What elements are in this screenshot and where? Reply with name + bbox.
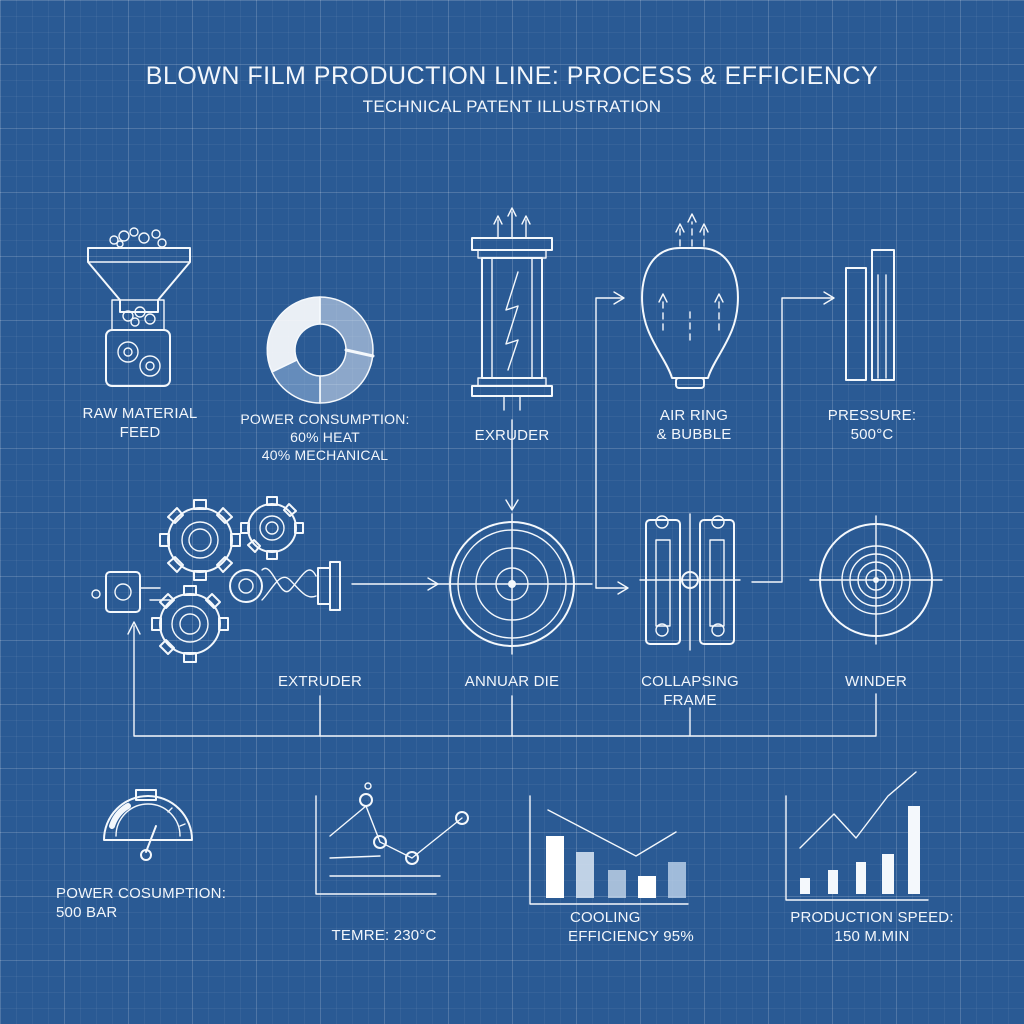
extruder-barrel-icon [471, 207, 553, 411]
air-ring-label: AIR RING & BUBBLE [656, 407, 732, 443]
production-speed-bar-chart [785, 771, 929, 901]
winder-label: WINDER [844, 673, 908, 690]
collapsing-frame-icon [639, 513, 741, 651]
extruder-label: EXTRUDER [277, 673, 363, 690]
collapsing-frame-label: COLLAPSING FRAME [641, 673, 739, 709]
diagram-subtitle: TECHNICAL PATENT ILLUSTRATION [362, 97, 662, 116]
raw-material-label: RAW MATERIAL FEED [82, 405, 198, 441]
diagram-title: BLOWN FILM PRODUCTION LINE: PROCESS & EF… [145, 62, 879, 90]
winder-icon [809, 515, 943, 645]
power-donut-chart [266, 296, 375, 404]
power-consumption-label: POWER CONSUMPTION: 60% HEAT 40% MECHANIC… [240, 411, 410, 463]
pressure-gauge-bars [845, 249, 895, 381]
production-speed-label: PRODUCTION SPEED: 150 M.MIN [790, 909, 954, 945]
air-ring-bubble-icon [641, 213, 739, 389]
gauge-label: POWER COSUMPTION: 500 BAR [56, 885, 227, 921]
annular-die-icon [431, 513, 593, 655]
extruder-top-label: EXRUDER [474, 427, 550, 444]
extruder-gears-icon [91, 496, 341, 663]
pressure-label: PRESSURE: 500°C [827, 407, 917, 443]
cooling-efficiency-label: COOLING EFFICIENCY 95% [568, 909, 694, 945]
temperature-label: TEMRE: 230°C [331, 927, 437, 944]
speedometer-gauge-icon [103, 789, 193, 861]
annular-die-label: ANNUAR DIE [464, 673, 560, 690]
temperature-line-chart [315, 782, 469, 895]
donut-mechanical-slice [266, 296, 321, 373]
hopper-icon [87, 227, 191, 387]
cooling-bar-chart [529, 795, 689, 905]
